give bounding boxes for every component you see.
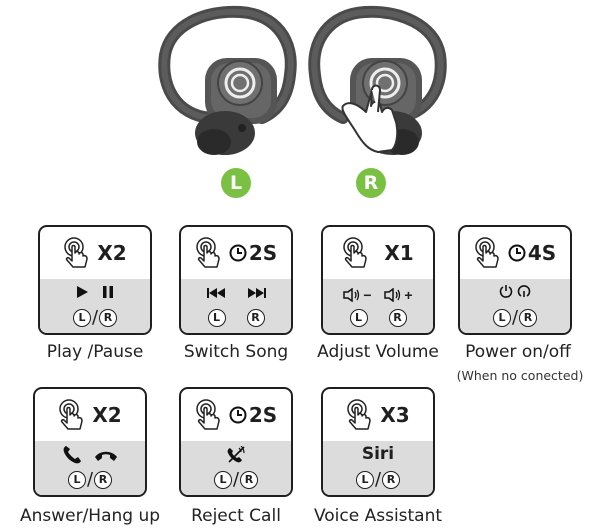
reject-call-icon — [227, 446, 245, 463]
left-label: L — [213, 471, 232, 489]
left-right-indicator: L / R — [40, 309, 150, 327]
left-label: L — [67, 471, 86, 489]
left-label: L — [349, 309, 368, 327]
tap-count: X2 — [92, 403, 122, 427]
touch-icon — [347, 399, 372, 430]
power-on-icon — [499, 285, 513, 298]
left-label: L — [207, 309, 226, 327]
voice-assistant-caption: Voice Assistant — [313, 506, 443, 526]
touch-icon — [59, 399, 84, 430]
earbuds-illustration — [158, 5, 447, 155]
adjust-volume-caption: Adjust Volume — [317, 342, 439, 362]
hold-duration: 4S — [527, 241, 557, 265]
right-label: R — [94, 471, 113, 489]
left-label: L — [492, 309, 511, 327]
right-label: R — [519, 309, 538, 327]
left-right-indicator: L / R — [460, 309, 570, 327]
voice-assistant-card: X3 Siri L / R — [321, 387, 435, 497]
left-right-indicator: L / R — [323, 471, 433, 489]
switch-song-caption: Switch Song — [183, 342, 289, 362]
adjust-volume-card: X1 − + L R — [321, 225, 435, 335]
tap-count: X1 — [384, 241, 414, 265]
reject-call-caption: Reject Call — [191, 506, 281, 526]
volume-minus: − — [363, 287, 372, 303]
left-right-indicator: L / R — [181, 471, 291, 489]
power-caption: Power on/off — [465, 342, 571, 362]
left-right-indicator: L R — [323, 309, 433, 327]
touch-icon — [64, 237, 89, 268]
hold-duration: 2S — [248, 241, 278, 265]
play-pause-caption: Play /Pause — [46, 342, 144, 362]
left-right-indicator: L R — [181, 309, 291, 327]
slash: / — [91, 307, 99, 328]
clock-icon — [229, 244, 247, 262]
right-label: R — [246, 309, 265, 327]
left-label: L — [72, 309, 91, 327]
left-badge: L — [221, 168, 251, 198]
answer-hangup-card: X2 L / R — [33, 387, 147, 497]
right-label: R — [388, 309, 407, 327]
slash: / — [232, 469, 240, 490]
volume-down-icon — [343, 288, 360, 302]
right-label: R — [240, 471, 259, 489]
volume-plus: + — [404, 287, 413, 303]
siri-label: Siri — [361, 444, 395, 464]
hold-duration: 2S — [248, 403, 278, 427]
reject-call-card: 2S L / R — [179, 387, 293, 497]
pause-icon — [103, 286, 113, 298]
previous-track-icon — [206, 288, 225, 298]
slash: / — [374, 469, 382, 490]
power-off-icon — [517, 285, 531, 297]
slash: / — [511, 307, 519, 328]
right-badge: R — [356, 168, 386, 198]
power-subcaption: (When no conected) — [456, 368, 584, 383]
power-card: 4S L / R — [458, 225, 572, 335]
clock-icon — [508, 244, 526, 262]
touch-icon — [196, 399, 220, 430]
touch-icon — [196, 237, 220, 268]
right-label: R — [382, 471, 401, 489]
tap-hand-icon — [341, 89, 399, 153]
next-track-icon — [247, 288, 266, 298]
answer-hangup-caption: Answer/Hang up — [19, 506, 161, 526]
hang-up-icon — [95, 451, 117, 461]
switch-song-card: 2S L R — [179, 225, 293, 335]
left-right-indicator: L / R — [35, 471, 145, 489]
answer-call-icon — [63, 446, 81, 464]
tap-count: X2 — [97, 241, 127, 265]
right-label: R — [99, 309, 118, 327]
touch-icon — [343, 237, 368, 268]
slash: / — [86, 469, 94, 490]
left-label: L — [355, 471, 374, 489]
volume-up-icon — [384, 288, 401, 302]
clock-icon — [229, 406, 247, 424]
right-earbud-image — [308, 5, 447, 155]
touch-icon — [475, 237, 499, 268]
play-pause-card: X2 L / R — [38, 225, 152, 335]
play-icon — [77, 286, 88, 298]
tap-count: X3 — [380, 403, 410, 427]
left-earbud-image — [158, 5, 297, 155]
